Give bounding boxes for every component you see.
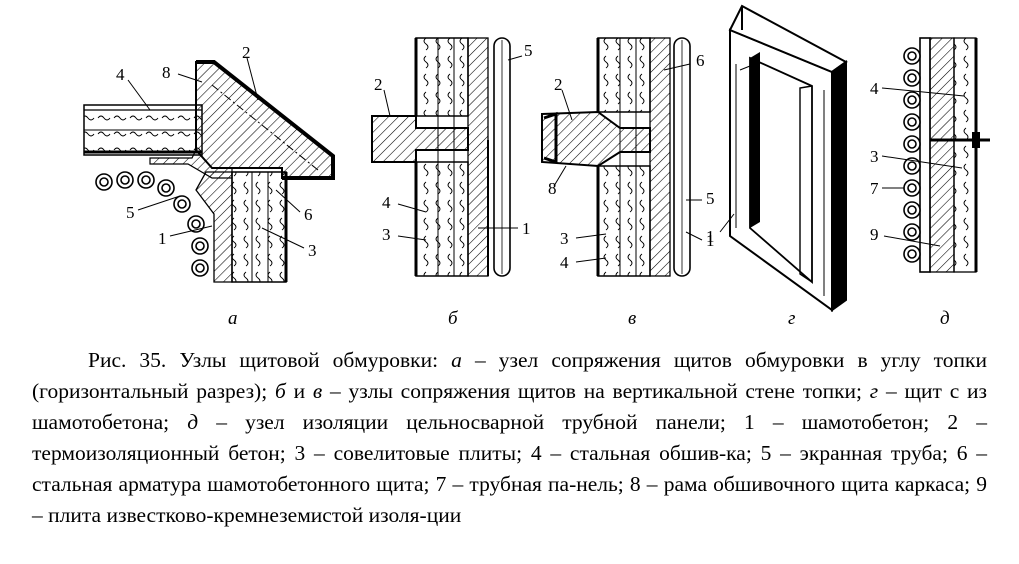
panel-a-label-4: 4 <box>116 65 125 84</box>
panel-b-label-4: 4 <box>382 193 391 212</box>
panel-a-label-1: 1 <box>158 229 167 248</box>
panel-a-screen-tubes <box>95 171 209 277</box>
figure-caption: Рис. 35. Узлы щитовой обмуровки: а – узе… <box>32 345 987 531</box>
panel-a-label-5: 5 <box>126 203 135 222</box>
caption-and: и <box>285 379 313 403</box>
panel-d-fin-plate <box>919 37 931 273</box>
panel-v-label-1: 1 <box>706 231 715 250</box>
caption-letter-d: д <box>187 410 199 434</box>
panel-b-lower-insulation <box>415 161 469 277</box>
panel-b-label-5: 5 <box>524 41 533 60</box>
panel-g: 1 г <box>706 4 848 329</box>
panel-d-label-4: 4 <box>870 79 879 98</box>
panel-d-label-9: 9 <box>870 225 879 244</box>
caption-text-g: – щит с из шамотобетона; <box>32 379 988 434</box>
caption-text-a: – узел сопряжения щитов обмуровки в углу… <box>32 348 987 403</box>
panel-v-label-3: 3 <box>560 229 569 248</box>
panel-d: 4 3 7 9 д <box>870 37 990 329</box>
panel-a-thermal-concrete <box>195 61 334 179</box>
caption-letter-b: б <box>274 379 286 403</box>
panel-v: 2 6 8 3 4 5 1 в <box>541 37 715 329</box>
panel-a: 4 8 2 5 1 6 3 а <box>83 43 335 329</box>
panel-b-upper-insulation <box>415 37 469 117</box>
panel-d-hatched-layer <box>929 37 955 273</box>
panel-d-label-3: 3 <box>870 147 879 166</box>
panel-v-letter: в <box>628 308 636 329</box>
panel-v-label-4: 4 <box>560 253 569 272</box>
panel-v-label-6: 6 <box>696 51 705 70</box>
panel-b-letter: б <box>448 308 459 329</box>
panel-b-label-1: 1 <box>522 219 531 238</box>
panel-a-label-6: 6 <box>304 205 313 224</box>
panel-v-label-5: 5 <box>706 189 715 208</box>
panel-b: 2 4 3 1 5 б <box>371 37 533 329</box>
panel-a-letter: а <box>228 308 238 329</box>
panel-a-label-8: 8 <box>162 63 171 82</box>
panel-v-upper-insulation <box>597 37 651 113</box>
panel-v-joint-block <box>541 110 651 168</box>
caption-letter-v: в <box>312 379 323 403</box>
panel-v-label-2: 2 <box>554 75 563 94</box>
panel-d-letter: д <box>940 308 950 329</box>
panel-a-label-2: 2 <box>242 43 251 62</box>
panel-a-vertical-insulation <box>231 171 287 283</box>
panel-a-label-3: 3 <box>308 241 317 260</box>
panel-d-label-7: 7 <box>870 179 879 198</box>
panel-g-letter: г <box>788 308 795 329</box>
panel-d-insulation <box>953 37 977 273</box>
caption-text-bv: – узлы сопряжения щитов на вертикальной … <box>322 379 870 403</box>
caption-prefix: Рис. 35. Узлы щитовой обмуровки: <box>88 348 452 372</box>
panel-v-lower-insulation <box>597 165 651 277</box>
panel-b-label-2: 2 <box>374 75 383 94</box>
caption-text-d: – узел изоляции цельносварной трубной па… <box>32 410 987 527</box>
caption-letter-a: а <box>451 348 462 372</box>
panel-b-label-3: 3 <box>382 225 391 244</box>
panel-d-tube-panel <box>903 47 921 263</box>
panel-g-label-1: 1 <box>706 227 715 246</box>
caption-letter-g: г <box>869 379 879 403</box>
figure-diagram: 4 8 2 5 1 6 3 а 2 4 3 1 5 б <box>83 4 990 329</box>
panel-v-label-8: 8 <box>548 179 557 198</box>
panel-b-joint-block <box>371 115 469 163</box>
